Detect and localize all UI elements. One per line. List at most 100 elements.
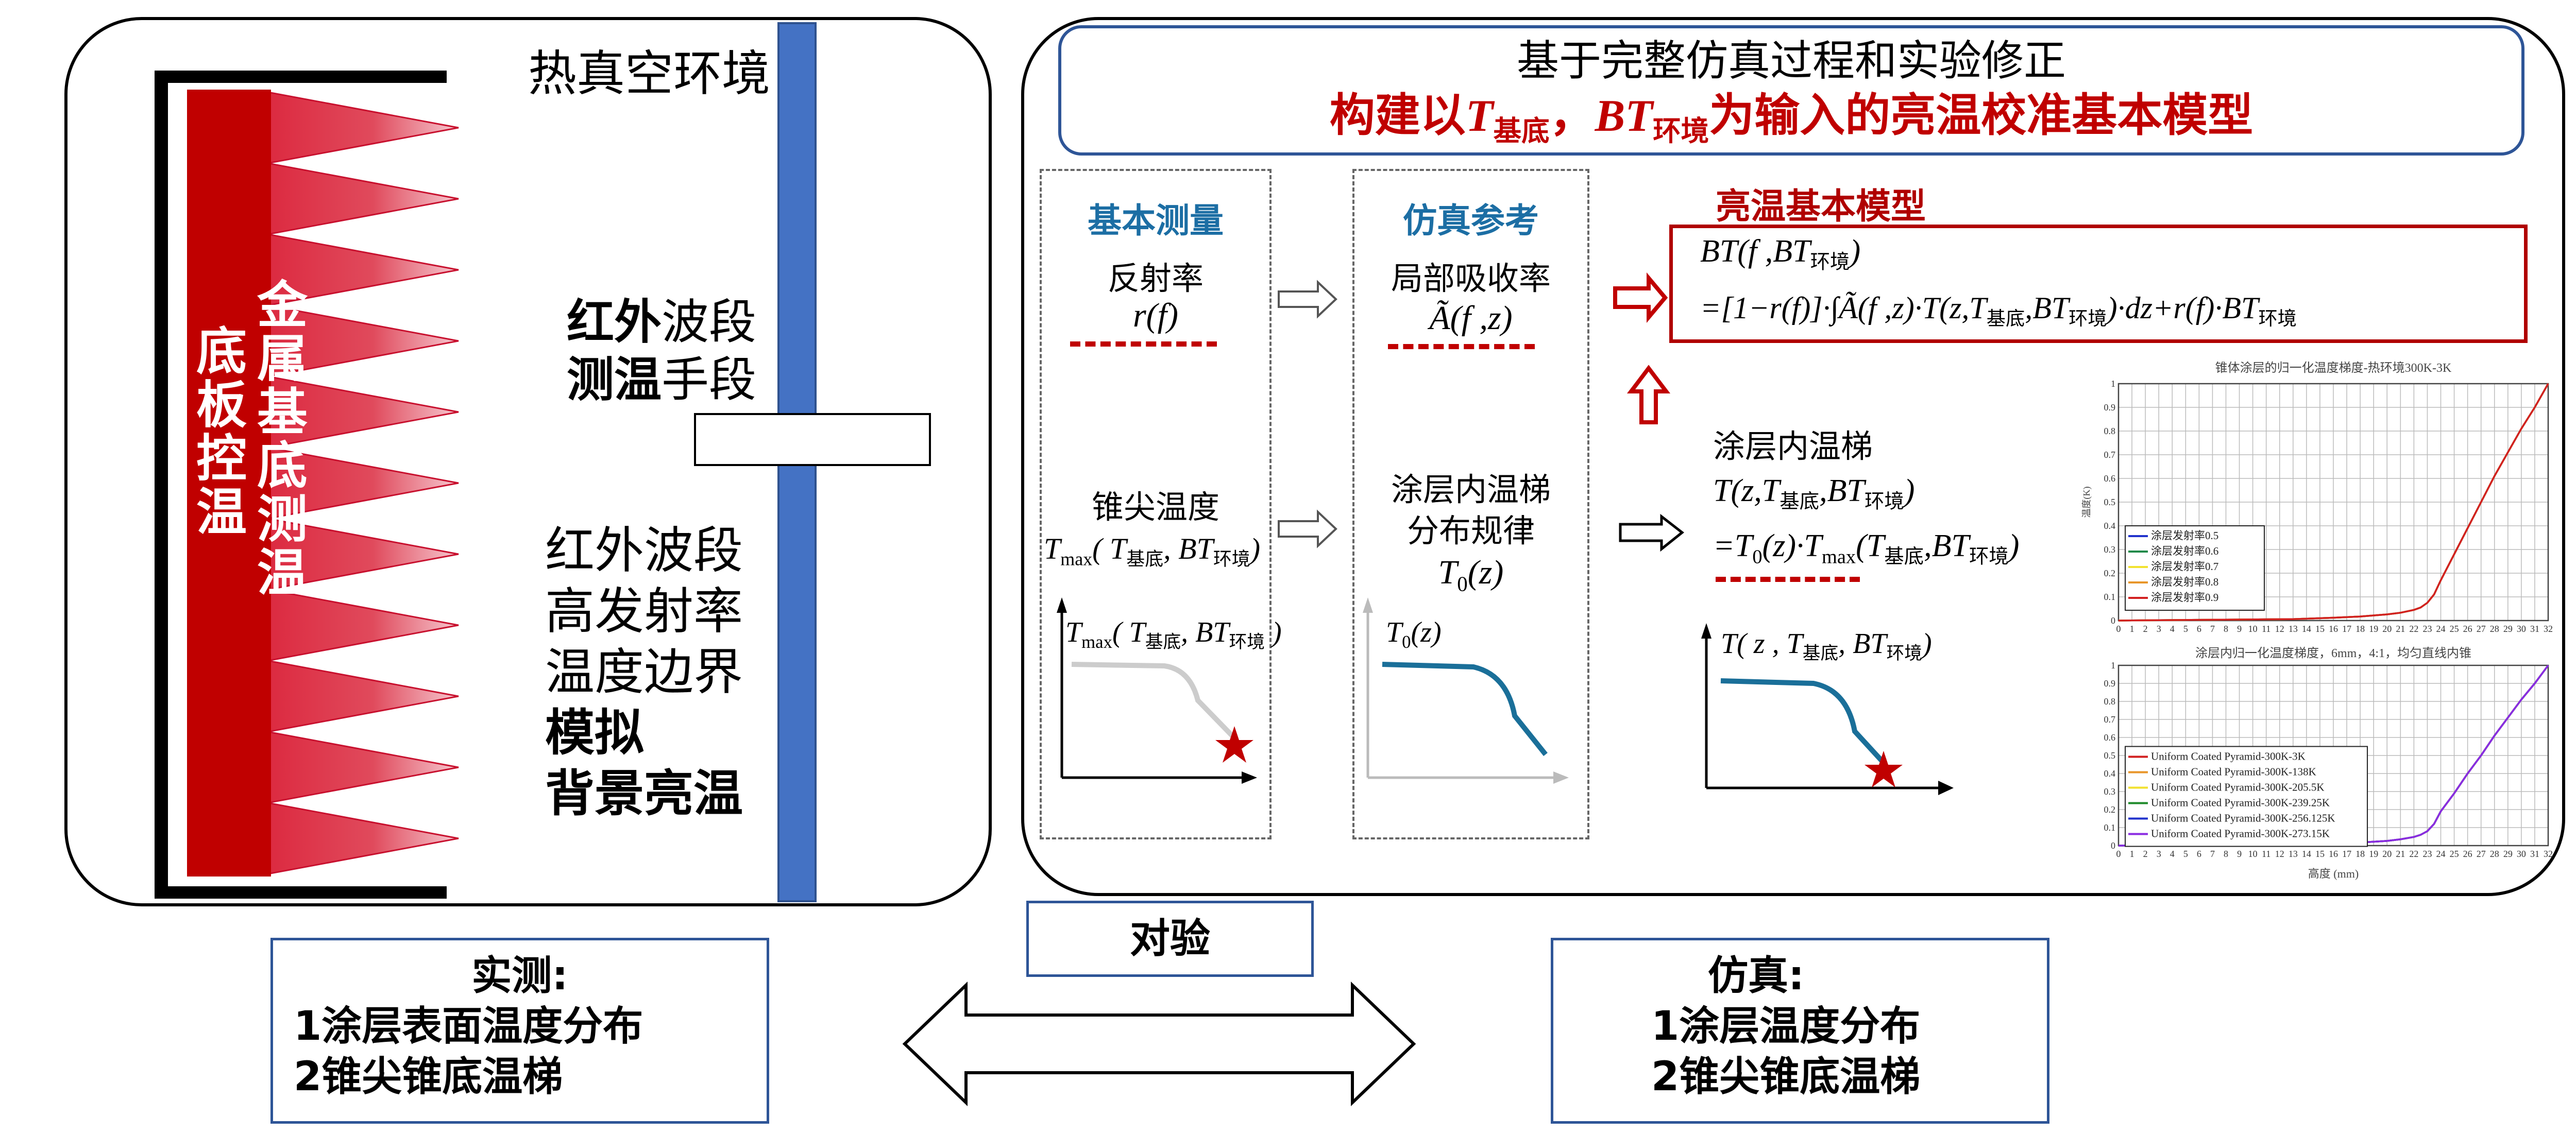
formula-subscript: 0 (1402, 632, 1411, 652)
x-tick-label: 11 (2262, 849, 2270, 859)
formula-line1: BT(f ,BT环境) (1700, 232, 1860, 282)
y-tick-label: 1 (2111, 379, 2115, 389)
formula-line2: =[1−r(f)]·∫Ã(f ,z)·T(z,T基底,BT环境)·dz+r(f)… (1700, 288, 2297, 339)
legend-label: Uniform Coated Pyramid-300K-239.25K (2151, 797, 2330, 809)
coating-gradient-sketch-label: T( z , T基底, BT环境) (1721, 624, 1932, 673)
x-tick-label: 14 (2302, 624, 2311, 634)
formula-text: ) (2008, 528, 2020, 563)
chart-title: 锥体涂层的归一化温度梯度-热环境300K-3K (2215, 361, 2452, 375)
x-tick-label: 16 (2329, 849, 2338, 859)
formula-text: , BT (1838, 628, 1887, 660)
y-tick-label: 0.3 (2104, 786, 2116, 797)
formula-text: =[1−r(f)]·∫Ã(f ,z)·T(z,T (1700, 291, 1987, 325)
formula-subscript: 环境 (1229, 632, 1265, 652)
x-tick-label: 30 (2517, 624, 2526, 634)
tip-temp-sketch-label: Tmax( T基底, BT环境 ) (1065, 613, 1282, 662)
y-tick-label: 0.9 (2104, 678, 2116, 689)
formula-text: ， (1549, 89, 1595, 142)
x-tick-label: 31 (2530, 624, 2539, 634)
x-tick-label: 26 (2463, 624, 2472, 634)
formula-text: (T (1856, 528, 1885, 563)
formula-text: r(f) (1133, 297, 1178, 334)
x-tick-label: 5 (2183, 849, 2188, 859)
x-tick-label: 22 (2409, 624, 2418, 634)
y-tick-label: 1 (2111, 660, 2115, 671)
surface-gradient-sketch-label: T0(z) (1386, 613, 1442, 662)
formula-subscript: 0 (1457, 572, 1468, 596)
x-tick-label: 12 (2275, 849, 2284, 859)
boundary-line: 红外波段 (545, 522, 743, 579)
formula-text: ) (1904, 473, 1915, 508)
x-tick-label: 28 (2490, 624, 2499, 634)
formula-subscript: max (1060, 548, 1093, 570)
legend-box (2125, 746, 2368, 847)
legend-label: 涂层发射率0.7 (2151, 560, 2218, 573)
legend-label: Uniform Coated Pyramid-300K-256.125K (2151, 812, 2335, 824)
x-tick-label: 15 (2315, 849, 2325, 859)
y-tick-label: 0.6 (2104, 732, 2116, 743)
x-tick-label: 3 (2157, 849, 2161, 859)
formula-text: ,BT (2025, 291, 2069, 325)
formula-text: T (1044, 532, 1061, 565)
formula-text: BT(f ,BT (1700, 234, 1810, 269)
formula-subscript: 基底 (1493, 114, 1550, 148)
y-tick-label: 0.5 (2104, 497, 2116, 507)
formula-subscript: 环境 (1653, 114, 1709, 148)
x-tick-label: 21 (2396, 624, 2405, 634)
formula-subscript: 环境 (2258, 308, 2297, 330)
red-arrow-right-icon (1613, 272, 1668, 323)
x-tick-label: 8 (2224, 849, 2228, 859)
boundary-line: 模拟 (545, 704, 644, 762)
formula-subscript: 环境 (2069, 308, 2107, 330)
coating-gradient-formula-2: =T0(z)·Tmax(T基底,BT环境) (1713, 526, 2019, 576)
x-tick-label: 10 (2248, 849, 2258, 859)
formula-subscript: 基底 (1884, 546, 1924, 568)
x-tick-label: 13 (2289, 624, 2298, 634)
tip-temp-label: 锥尖温度 (1091, 488, 1219, 526)
surface-gradient-sketch (1363, 597, 1569, 784)
formula-subscript: 0 (1752, 546, 1762, 568)
y-tick-label: 0.5 (2104, 750, 2116, 761)
tip-temp-formula: Tmax( T基底, BT环境) (1044, 529, 1260, 579)
y-tick-label: 0.8 (2104, 696, 2116, 707)
measured-line-1: 1涂层表面温度分布 (294, 1003, 643, 1050)
y-tick-label: 0.7 (2104, 450, 2116, 460)
formula-text: 构建以 (1329, 89, 1466, 142)
formula-text: ) (1850, 234, 1861, 269)
ir-method-bold-2: 测温 (567, 352, 662, 407)
x-tick-label: 4 (2170, 849, 2175, 859)
compare-label: 对验 (1129, 916, 1210, 962)
ir-camera-box (694, 413, 931, 466)
x-tick-label: 22 (2409, 849, 2418, 859)
formula-text: T (1065, 616, 1082, 648)
x-tick-label: 14 (2302, 849, 2311, 859)
y-axis-label: 温度(K) (2081, 487, 2092, 518)
formula-subscript: 基底 (1145, 632, 1181, 652)
model-title-line2: 构建以T基底，BT环境为输入的亮温校准基本模型 (1061, 87, 2521, 159)
formula-text: T (1465, 91, 1494, 141)
x-tick-label: 8 (2224, 624, 2228, 634)
formula-text: BT (1595, 91, 1653, 141)
legend-label: Uniform Coated Pyramid-300K-138K (2151, 766, 2316, 778)
formula-text: ) (1922, 628, 1932, 660)
x-tick-label: 12 (2275, 624, 2284, 634)
x-tick-label: 23 (2422, 849, 2432, 859)
simulated-title: 仿真: (1708, 953, 1805, 999)
formula-text: , BT (1163, 532, 1213, 565)
arrow-right-icon (1278, 509, 1337, 548)
formula-text: )·dz+r(f)·BT (2107, 291, 2259, 325)
arrow-right-icon (1619, 513, 1685, 552)
measured-title: 实测: (471, 953, 568, 999)
x-tick-label: 2 (2143, 849, 2148, 859)
x-tick-label: 28 (2490, 849, 2499, 859)
bracket-frame (155, 71, 447, 899)
legend-label: Uniform Coated Pyramid-300K-273.15K (2151, 828, 2330, 840)
x-tick-label: 20 (2382, 849, 2392, 859)
x-tick-label: 17 (2342, 624, 2351, 634)
test-setup-illustration (155, 22, 931, 902)
compare-label-box: 对验 (1026, 901, 1314, 977)
ir-method-bold-1: 红外 (567, 295, 662, 350)
formula-text: T (1386, 616, 1402, 648)
x-tick-label: 9 (2237, 849, 2242, 859)
